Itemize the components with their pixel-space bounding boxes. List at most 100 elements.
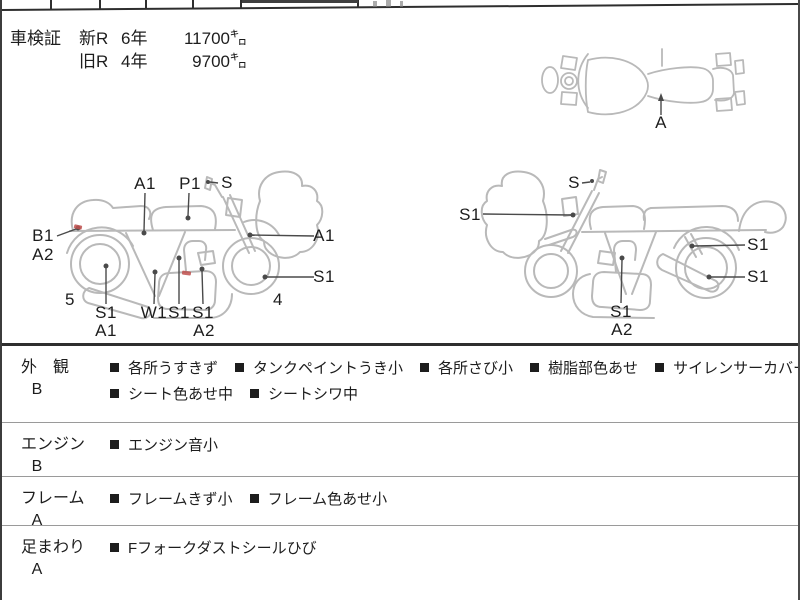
section-header: 足まわり A bbox=[2, 526, 96, 600]
leader-lines bbox=[56, 93, 746, 305]
section-grade: B bbox=[31, 458, 43, 475]
section-grade: A bbox=[31, 561, 43, 578]
diagram-label-s1: S1 bbox=[459, 205, 481, 224]
diagram-label-a2: A2 bbox=[611, 320, 633, 339]
vehicle-inspection-block: 車検証 新R 6年 11700㌔ 旧R 4年 9700㌔ bbox=[10, 27, 247, 73]
diagram-label-5: 5 bbox=[65, 290, 75, 309]
condition-text: フレーム色あせ小 bbox=[267, 490, 388, 508]
notes-line: 各所うすきず タンクペイントうき小 各所さび小 樹脂部色あせ サイレンサーカバーきず小 bbox=[110, 354, 798, 380]
condition-item: フレームきず小 bbox=[110, 488, 233, 509]
table-cell-divider bbox=[240, 0, 242, 8]
reading-era: 旧R bbox=[79, 52, 109, 71]
condition-text: 各所うすきず bbox=[128, 359, 219, 377]
reading-mileage: 11700㌔ bbox=[183, 29, 247, 48]
condition-text: Fフォークダストシールひび bbox=[128, 539, 317, 557]
bullet-square-icon bbox=[249, 493, 259, 503]
cropped-text-fragment bbox=[400, 1, 403, 7]
section-grade: B bbox=[31, 381, 43, 398]
condition-text: フレームきず小 bbox=[128, 490, 233, 508]
condition-item: シートシワ中 bbox=[250, 383, 358, 404]
table-cell-divider bbox=[99, 0, 101, 9]
inspection-reading-row: 新R 6年 11700㌔ bbox=[79, 27, 247, 50]
bullet-square-icon bbox=[250, 388, 260, 398]
condition-item: 樹脂部色あせ bbox=[530, 357, 638, 378]
red-marks bbox=[73, 224, 192, 276]
condition-text: 樹脂部色あせ bbox=[548, 359, 639, 377]
condition-item: フレーム色あせ小 bbox=[249, 488, 388, 509]
diagram-label-b1: B1 bbox=[32, 226, 54, 245]
table-cell-divider bbox=[357, 0, 359, 7]
table-cell-divider bbox=[50, 0, 52, 10]
inspection-cert-label: 車検証 bbox=[10, 29, 61, 48]
bullet-square-icon bbox=[530, 362, 540, 372]
section-name: フレーム bbox=[21, 490, 85, 507]
diagram-label-w1: W1 bbox=[140, 303, 168, 322]
section-name: 足まわり bbox=[21, 539, 86, 556]
condition-item: サイレンサーカバーきず小 bbox=[655, 357, 798, 378]
section-notes: フレームきず小 フレーム色あせ小 bbox=[96, 477, 798, 525]
diagram-label-a: A bbox=[655, 113, 667, 132]
section-notes: エンジン音小 bbox=[96, 423, 798, 476]
condition-item: 各所うすきず bbox=[110, 357, 218, 378]
right-bike-art bbox=[480, 169, 787, 319]
diagram-label-p1: P1 bbox=[179, 174, 201, 193]
condition-item: エンジン音小 bbox=[110, 434, 218, 455]
bullet-square-icon bbox=[420, 362, 430, 372]
diagram-label-s1: S1 bbox=[747, 235, 769, 254]
condition-text: サイレンサーカバーきず小 bbox=[673, 359, 798, 377]
notes-line: シート色あせ中 シートシワ中 bbox=[110, 380, 798, 406]
section-notes: Fフォークダストシールひび bbox=[96, 526, 798, 600]
cropped-text-fragment bbox=[373, 1, 377, 7]
diagram-label-s1: S1 bbox=[313, 267, 335, 286]
condition-text: シート色あせ中 bbox=[128, 385, 234, 403]
table-cell-divider bbox=[192, 0, 194, 8]
bullet-square-icon bbox=[110, 542, 119, 552]
diagram-label-a1: A1 bbox=[134, 174, 156, 193]
diagram-label-4: 4 bbox=[273, 290, 283, 309]
diagram-label-a1: A1 bbox=[313, 226, 335, 245]
notes-line: フレームきず小 フレーム色あせ小 bbox=[110, 485, 798, 511]
section-row: フレーム A フレームきず小 フレーム色あせ小 bbox=[2, 476, 798, 529]
top-view-bike-art bbox=[541, 48, 746, 116]
inspection-readings: 新R 6年 11700㌔ 旧R 4年 9700㌔ bbox=[79, 27, 247, 73]
bullet-square-icon bbox=[110, 388, 119, 398]
condition-item: Fフォークダストシールひび bbox=[110, 537, 317, 558]
section-notes: 各所うすきず タンクペイントうき小 各所さび小 樹脂部色あせ サイレンサーカバーきず小シ… bbox=[96, 346, 798, 422]
section-name: エンジン bbox=[21, 436, 86, 453]
diagram-label-s1: S1 bbox=[610, 302, 632, 321]
notes-line: Fフォークダストシールひび bbox=[110, 534, 798, 560]
diagram-label-s1: S1 bbox=[192, 303, 214, 322]
diagram-label-s1: S1 bbox=[168, 303, 190, 322]
condition-item: 各所さび小 bbox=[420, 357, 513, 378]
condition-text: タンクペイントうき小 bbox=[253, 359, 404, 377]
section-header: 外 観 B bbox=[2, 346, 96, 422]
inspection-reading-row: 旧R 4年 9700㌔ bbox=[79, 50, 247, 73]
diagram-label-a2: A2 bbox=[193, 321, 215, 340]
section-row: 外 観 B 各所うすきず タンクペイントうき小 各所さび小 樹脂部色あせ サイレンサーカバー… bbox=[2, 343, 798, 422]
diagram-label-a1: A1 bbox=[95, 321, 117, 340]
diagram-label-s1: S1 bbox=[747, 267, 769, 286]
condition-item: シート色あせ中 bbox=[110, 383, 233, 404]
condition-sections-table: 外 観 B 各所うすきず タンクペイントうき小 各所さび小 樹脂部色あせ サイレンサーカバー… bbox=[2, 343, 798, 600]
cropped-text-fragment bbox=[386, 0, 391, 7]
diagram-label-a2: A2 bbox=[32, 245, 54, 264]
notes-line: エンジン音小 bbox=[110, 431, 798, 457]
cropped-cell-shading bbox=[242, 0, 358, 3]
section-header: フレーム A bbox=[2, 477, 96, 529]
section-name: 外 観 bbox=[21, 359, 70, 376]
reading-year: 6年 bbox=[121, 29, 148, 48]
condition-text: エンジン音小 bbox=[128, 436, 219, 454]
condition-text: シートシワ中 bbox=[268, 385, 359, 403]
condition-text: 各所さび小 bbox=[438, 359, 514, 377]
section-header: エンジン B bbox=[2, 423, 96, 476]
table-cell-divider bbox=[145, 0, 147, 9]
section-grade: A bbox=[31, 512, 43, 529]
bullet-square-icon bbox=[235, 362, 245, 372]
bullet-square-icon bbox=[110, 493, 119, 503]
bullet-square-icon bbox=[110, 362, 119, 372]
reading-mileage: 9700㌔ bbox=[192, 52, 247, 71]
bullet-square-icon bbox=[110, 439, 119, 449]
condition-item: タンクペイントうき小 bbox=[235, 357, 403, 378]
diagram-label-s: S bbox=[221, 173, 233, 192]
section-row: 足まわり A Fフォークダストシールひび bbox=[2, 525, 798, 600]
